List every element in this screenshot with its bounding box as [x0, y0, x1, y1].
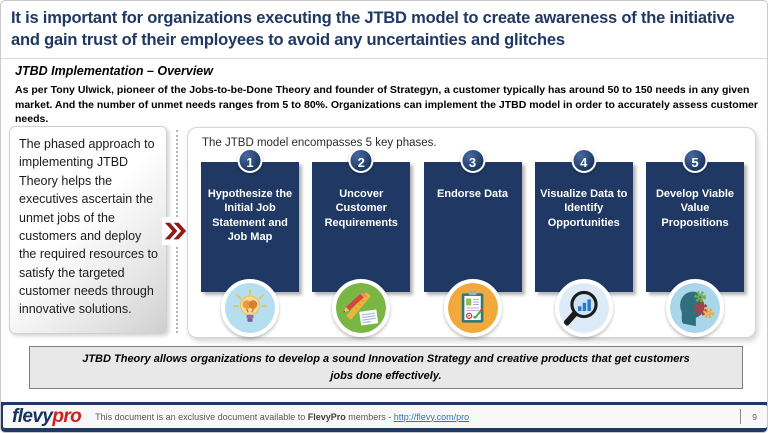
phase-2-number-badge: 2 — [348, 148, 374, 173]
phase-4: 4 Visualize Data to Identify Opportuniti… — [534, 148, 633, 348]
phase-2: 2 Uncover Customer Requirements — [312, 148, 411, 348]
brain-bulb-icon — [221, 279, 279, 337]
phase-5-box: Develop Viable Value Propositions — [646, 162, 744, 292]
footer-page-area: 9 — [740, 409, 757, 424]
phase-1-number-badge: 1 — [237, 148, 263, 173]
flevypro-logo: flevypro — [12, 405, 82, 428]
footer-strip: flevypro This document is an exclusive d… — [3, 405, 767, 428]
panel-heading: The JTBD model encompasses 5 key phases. — [202, 137, 437, 149]
phase-5: 5 Develop Viable Value Propositions — [646, 148, 744, 348]
head-gears-icon — [666, 279, 724, 337]
title-divider — [1, 58, 767, 59]
logo-pro-text: pro — [52, 405, 82, 427]
phase-4-number-badge: 4 — [571, 148, 597, 173]
phases-panel: The JTBD model encompasses 5 key phases.… — [187, 127, 756, 338]
phase-2-box: Uncover Customer Requirements — [312, 162, 411, 292]
footer-bar: flevypro This document is an exclusive d… — [1, 402, 767, 432]
phase-2-label: Uncover Customer Requirements — [324, 188, 398, 229]
page-number-separator — [740, 409, 742, 424]
phase-5-number-badge: 5 — [682, 148, 708, 173]
phase-1: 1 Hypothesize the Initial Job Statement … — [201, 148, 299, 348]
section-subtitle: JTBD Implementation – Overview — [15, 64, 213, 78]
pencil-ruler-icon — [332, 279, 391, 337]
footer-disclaimer: This document is an exclusive document a… — [95, 412, 469, 422]
summary-callout-box: JTBD Theory allows organizations to deve… — [29, 346, 743, 389]
intro-paragraph: As per Tony Ulwick, pioneer of the Jobs-… — [15, 84, 758, 126]
sidebar-callout-box: The phased approach to implementing JTBD… — [9, 126, 167, 334]
magnifier-bar-chart-icon — [554, 279, 613, 337]
phase-4-box: Visualize Data to Identify Opportunities — [534, 162, 633, 292]
logo-flevy-text: flevy — [12, 405, 53, 427]
footer-link[interactable]: http://flevy.com/pro — [393, 411, 470, 422]
clipboard-approval-icon — [443, 279, 502, 337]
footer-brand-name: FlevyPro — [307, 411, 346, 422]
footer-text-middle: members - — [345, 411, 394, 422]
sidebar-callout-text: The phased approach to implementing JTBD… — [19, 137, 158, 317]
phase-3-box: Endorse Data — [423, 162, 522, 292]
page-title: It is important for organizations execut… — [11, 9, 735, 49]
phases-row: 1 Hypothesize the Initial Job Statement … — [201, 148, 744, 348]
summary-callout-text: JTBD Theory allows organizations to deve… — [82, 353, 690, 382]
phase-4-label: Visualize Data to Identify Opportunities — [540, 188, 628, 229]
phase-5-label: Develop Viable Value Propositions — [655, 188, 735, 229]
phase-1-box: Hypothesize the Initial Job Statement an… — [201, 162, 299, 292]
phase-3-number-badge: 3 — [460, 148, 485, 173]
page-number: 9 — [752, 411, 757, 422]
phase-1-label: Hypothesize the Initial Job Statement an… — [207, 188, 293, 243]
phase-3-label: Endorse Data — [437, 188, 508, 200]
phase-3: 3 Endorse Data — [423, 148, 522, 348]
footer-text-prefix: This document is an exclusive document a… — [95, 411, 308, 422]
